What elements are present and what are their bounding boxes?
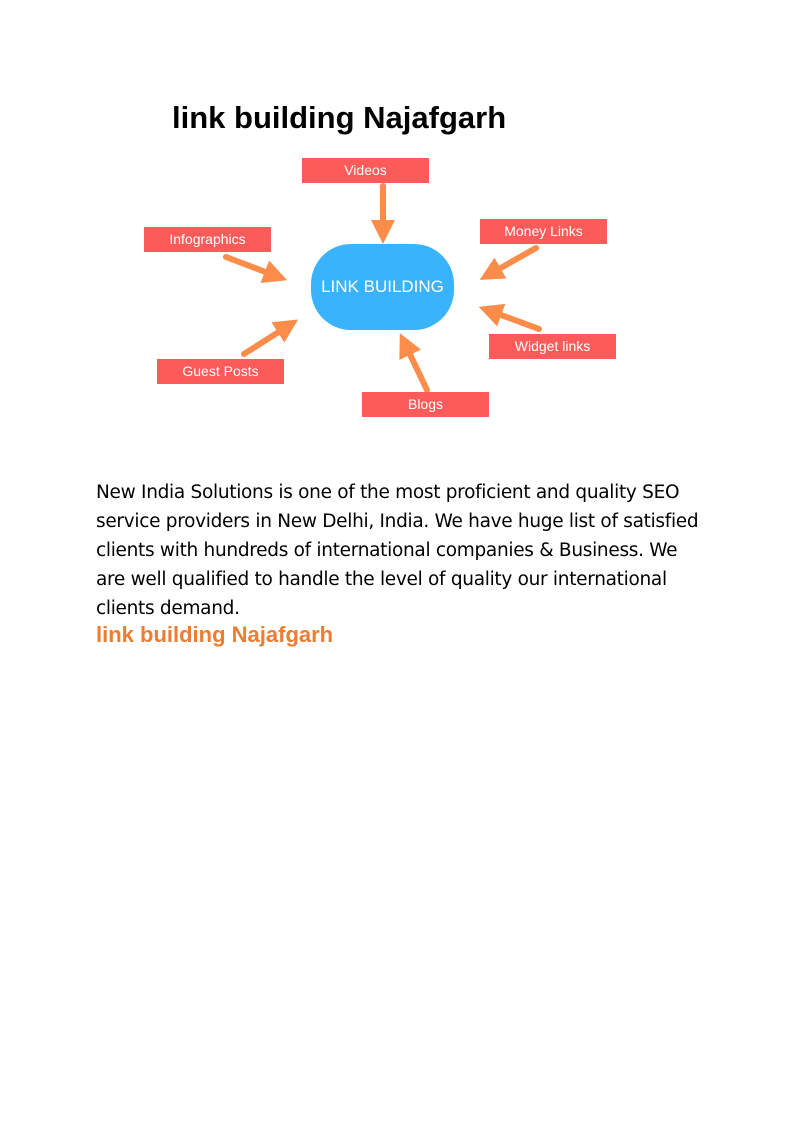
arrows xyxy=(223,183,542,393)
arrow-infographics xyxy=(223,254,288,283)
node-guest-posts: Guest Posts xyxy=(157,359,284,384)
body-paragraph: New India Solutions is one of the most p… xyxy=(96,482,699,619)
keyword-link[interactable]: link building Najafgarh xyxy=(96,622,334,647)
page-title: link building Najafgarh xyxy=(172,100,507,135)
node-blogs: Blogs xyxy=(362,392,489,417)
node-money-links: Money Links xyxy=(480,219,607,244)
arrow-blogs xyxy=(399,333,430,393)
center-node: LINK BUILDING xyxy=(311,244,454,330)
arrow-widget xyxy=(478,303,542,332)
node-widget-links: Widget links xyxy=(489,334,616,359)
node-infographics: Infographics xyxy=(144,227,271,252)
arrow-money xyxy=(479,245,539,280)
node-videos: Videos xyxy=(302,158,429,183)
arrow-guest xyxy=(241,319,299,357)
